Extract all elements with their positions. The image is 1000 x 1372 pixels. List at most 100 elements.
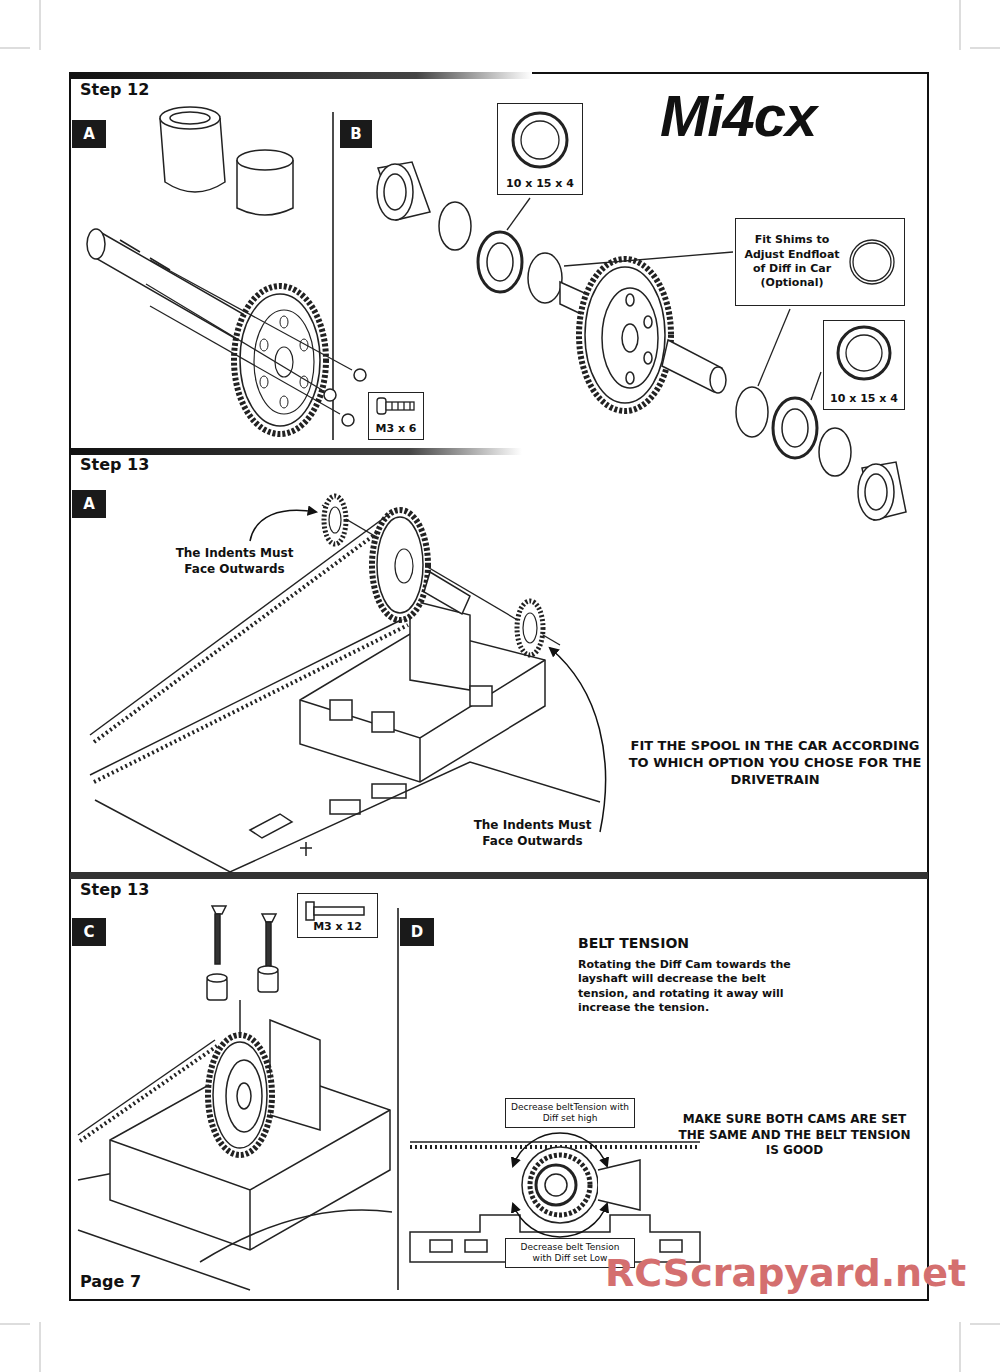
node-text: Decrease beltTension with Diff set high bbox=[510, 1102, 630, 1125]
outdrive-cup-part bbox=[160, 107, 220, 129]
exploded-parts-part bbox=[585, 267, 665, 403]
screw-guide-lines-part bbox=[150, 306, 340, 414]
exploded-parts-part bbox=[439, 202, 471, 250]
crop-marks-part bbox=[960, 1322, 961, 1372]
node-text: D bbox=[411, 923, 423, 941]
step-heading: Step 13 bbox=[80, 455, 200, 476]
panel-letter: D bbox=[400, 918, 434, 946]
m3-screws bbox=[324, 369, 366, 426]
exploded-parts-part bbox=[377, 164, 413, 220]
crop-marks-part bbox=[0, 48, 30, 49]
exploded-parts-part bbox=[782, 409, 808, 447]
m3-screws-part bbox=[354, 369, 366, 381]
bulkhead-part bbox=[372, 712, 394, 732]
screw-callout: M3 x 12 bbox=[297, 893, 378, 938]
screw-guide-lines-part bbox=[146, 284, 322, 390]
brand-logo: Mi4cx bbox=[660, 86, 930, 147]
exploded-parts-part bbox=[384, 174, 406, 210]
diff-pulley-part bbox=[329, 507, 341, 533]
diff-pulley-part bbox=[424, 572, 470, 614]
shim-icon-part bbox=[853, 243, 891, 281]
note: The Indents Must Face Outwards bbox=[172, 546, 297, 577]
step-bars-part bbox=[70, 72, 532, 79]
outdrive-cup-part bbox=[170, 112, 210, 124]
bearing-icons bbox=[513, 113, 890, 379]
diff-pulley-part bbox=[395, 549, 413, 583]
diff-cam-part bbox=[598, 1160, 640, 1210]
exploded-parts-part bbox=[773, 398, 817, 458]
pointer-arrows-part bbox=[250, 510, 316, 541]
step-bars-part bbox=[70, 872, 928, 879]
crop-marks-part bbox=[0, 1324, 30, 1325]
chassis-plate-part bbox=[250, 814, 292, 838]
spool-pulley-part bbox=[234, 286, 326, 434]
belt-side-view bbox=[410, 1142, 700, 1147]
rotation-arrows bbox=[513, 1133, 607, 1237]
exploded-parts-part bbox=[858, 464, 894, 520]
page-number: Page 7 bbox=[80, 1272, 180, 1293]
assembly-c-part bbox=[110, 1062, 390, 1250]
spool-pulley-part bbox=[260, 376, 268, 388]
body-text: Rotating the Diff Cam towards the laysha… bbox=[578, 958, 793, 1015]
diff-cam-part bbox=[545, 1174, 567, 1196]
tension-note-box: Decrease beltTension with Diff set high bbox=[505, 1098, 635, 1128]
chassis-plate-part bbox=[300, 842, 312, 856]
spool-sleeve bbox=[237, 150, 293, 215]
node-text: B bbox=[350, 125, 361, 143]
leader-lines-part bbox=[564, 252, 733, 266]
screw-icon-part bbox=[386, 402, 414, 410]
exploded-parts-part bbox=[622, 324, 638, 352]
rotation-arrows-part bbox=[513, 1133, 607, 1166]
spool-pulley-part bbox=[280, 316, 288, 328]
page-frame bbox=[70, 73, 928, 1300]
diff-cam-part bbox=[536, 1165, 576, 1205]
node-text: 10 x 15 x 4 bbox=[830, 392, 898, 405]
leader-lines-part bbox=[758, 309, 790, 386]
shim-icon bbox=[850, 240, 894, 284]
screw-icon-part bbox=[392, 402, 410, 410]
bearing-icons-part bbox=[521, 121, 559, 159]
screw-guide-lines-part bbox=[150, 260, 352, 370]
instruction: MAKE SURE BOTH CAMS ARE SET THE SAME AND… bbox=[672, 1112, 917, 1159]
exploded-parts-part bbox=[487, 243, 513, 281]
exploded-parts bbox=[377, 162, 906, 520]
spool-shaft-part bbox=[87, 229, 105, 259]
screw-callout: M3 x 6 bbox=[368, 392, 424, 440]
belt-part bbox=[94, 519, 396, 742]
shim-callout: Fit Shims to Adjust Endfloat of Diff in … bbox=[735, 218, 905, 306]
chassis-side-part bbox=[660, 1240, 682, 1252]
exploded-parts-part bbox=[528, 253, 562, 303]
spool-shaft bbox=[87, 229, 250, 340]
pointer-arrows-part bbox=[550, 648, 606, 832]
leader-lines-part bbox=[507, 198, 530, 230]
screw-guide-lines bbox=[146, 260, 352, 414]
screws-c-part bbox=[306, 902, 314, 920]
spool-pulley bbox=[234, 286, 326, 434]
page-frame-part bbox=[70, 73, 928, 1300]
spool-sleeve-part bbox=[237, 150, 293, 170]
outdrive-cup bbox=[160, 107, 225, 192]
spool-pulley-part bbox=[275, 347, 293, 377]
spool-shaft-part bbox=[92, 232, 250, 340]
exploded-parts-part bbox=[478, 232, 522, 292]
assembly-c-part bbox=[208, 1035, 272, 1155]
node-text: C bbox=[83, 923, 94, 941]
belt-side-view-part bbox=[410, 1141, 700, 1143]
node-text: A bbox=[83, 495, 95, 513]
bulkhead-part bbox=[470, 686, 492, 706]
bearing-callout: 10 x 15 x 4 bbox=[497, 103, 583, 195]
node-text: M3 x 6 bbox=[375, 422, 416, 435]
screws-c-part bbox=[258, 966, 278, 974]
spool-pulley-part bbox=[254, 310, 314, 414]
bulkhead bbox=[300, 600, 545, 782]
crop-marks-part bbox=[960, 0, 961, 50]
watermark: RCScrapyard.net bbox=[605, 1254, 945, 1294]
instruction: FIT THE SPOOL IN THE CAR ACCORDING TO WH… bbox=[625, 738, 925, 789]
exploded-parts-part bbox=[602, 288, 658, 388]
chassis-plate-part bbox=[330, 800, 360, 814]
spool-shaft-part bbox=[120, 240, 170, 270]
